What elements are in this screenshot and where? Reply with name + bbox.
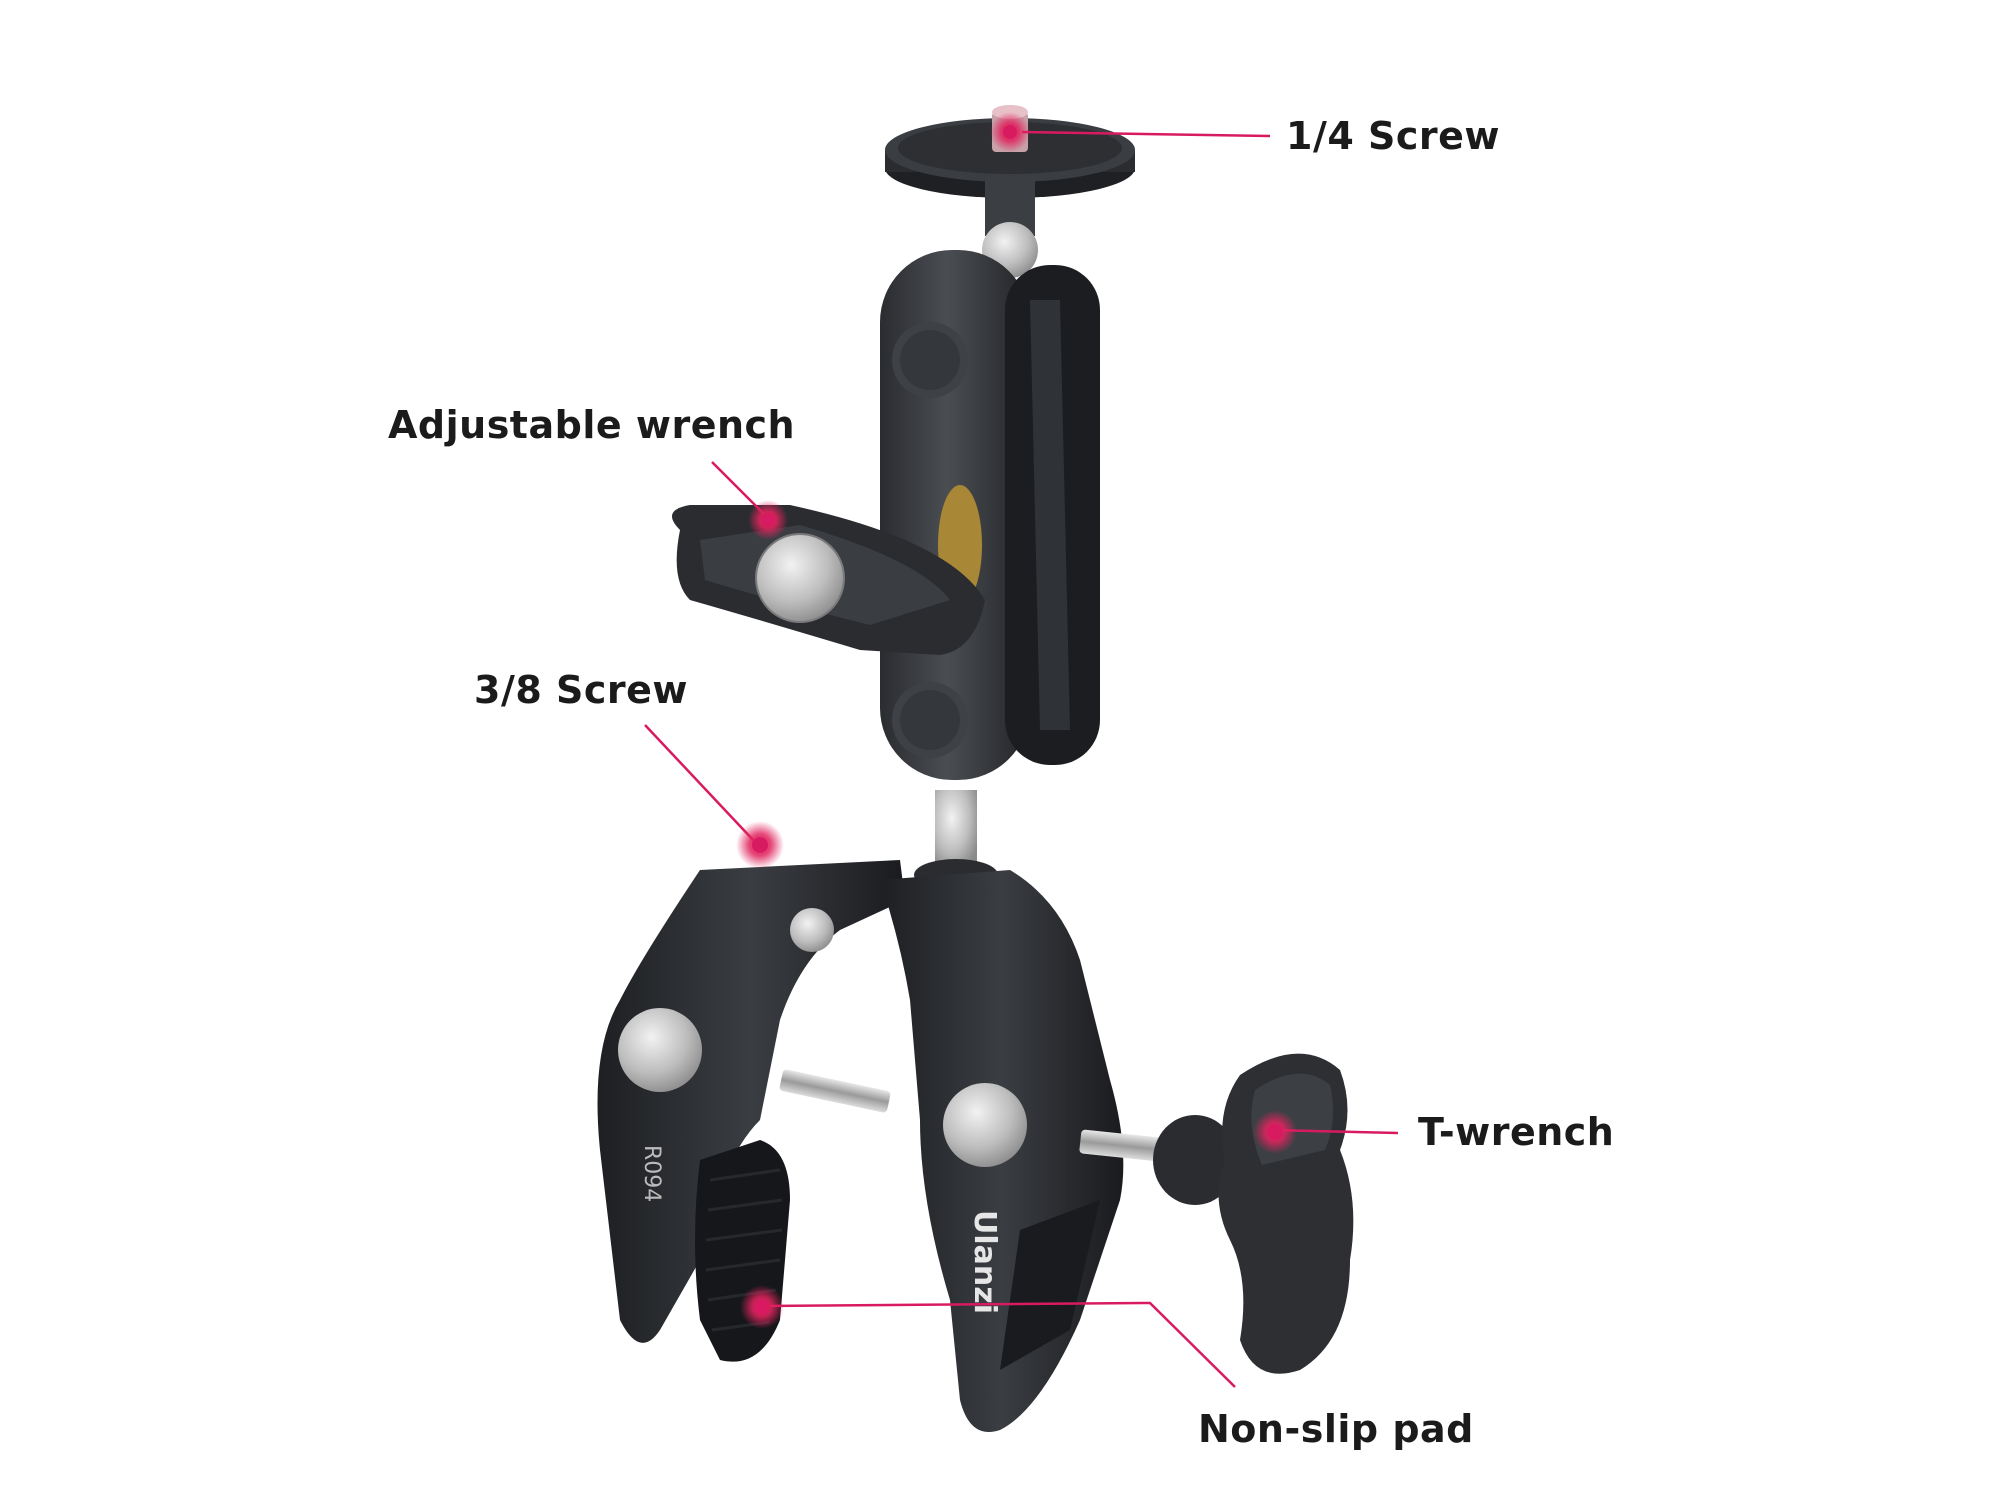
magic-arm	[880, 250, 1100, 780]
label-quarter-screw: 1/4 Screw	[1286, 114, 1501, 158]
callout-line-non-slip-pad	[761, 1301, 1236, 1388]
brand-mark: Ulanzi	[967, 1210, 1002, 1314]
label-adjustable-wrench: Adjustable wrench	[388, 403, 796, 447]
label-eighth-screw: 3/8 Screw	[474, 668, 689, 712]
callout-dots	[736, 112, 1297, 1329]
label-non-slip-pad: Non-slip pad	[1198, 1407, 1474, 1451]
adjustable-wrench	[672, 505, 985, 655]
model-mark: R094	[639, 1145, 664, 1202]
super-clamp: Ulanzi R094	[597, 860, 1124, 1432]
callout-line-eighth-screw	[644, 724, 756, 843]
label-t-wrench: T-wrench	[1418, 1110, 1615, 1154]
t-wrench	[1153, 1053, 1354, 1374]
callout-line-quarter-screw	[1021, 130, 1271, 138]
